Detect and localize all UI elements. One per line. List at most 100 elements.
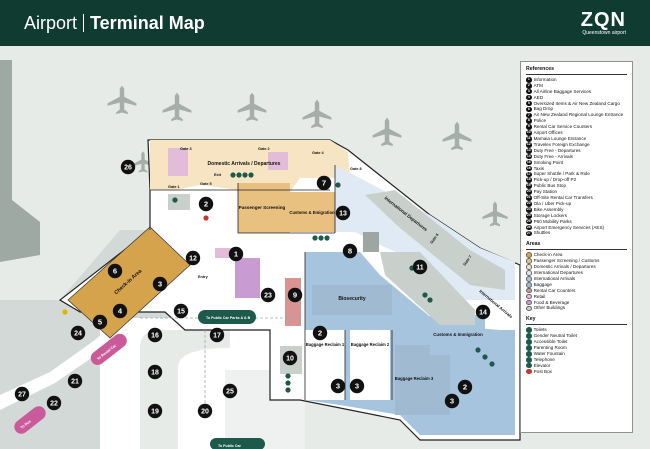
legend-number-badge: 18 (526, 177, 532, 184)
legend-label: Duty Free - Departures (533, 147, 581, 153)
legend-key-icon (526, 368, 532, 375)
legend-area-item: International Arrivals (526, 276, 627, 282)
retail-block-2 (268, 152, 288, 170)
map-marker-4: 4 (112, 303, 128, 319)
logo-subtitle: Queenstown airport (582, 30, 626, 36)
legend-label: Baggage (533, 281, 552, 287)
marker-number: 13 (339, 211, 347, 218)
legend-area-swatch (526, 276, 532, 282)
toilet-icon (236, 172, 242, 178)
legend-label: Gender Neutral Toilet (533, 333, 577, 339)
legend-number-badge: 26 (526, 224, 532, 231)
legend-areas-title: Areas (526, 241, 627, 251)
accessible-toilet-icon (242, 172, 248, 178)
legend-label: Domestic Arrivals / Departures (533, 264, 596, 270)
map-marker-8: 8 (342, 243, 358, 259)
legend-label: Pay Station (533, 189, 558, 195)
map-marker-2: 2 (312, 325, 328, 341)
legend-key-item: Accessible Toilet (526, 339, 627, 345)
map-marker-17: 17 (209, 327, 225, 343)
car-park-curve (140, 330, 230, 449)
legend-label: Ola / Uber Pick-up (533, 200, 572, 206)
map-marker-5: 5 (92, 314, 108, 330)
marker-number: 25 (226, 389, 234, 396)
legend-number-badge: 8 (526, 118, 532, 124)
marker-circle (444, 393, 460, 409)
post-box-icon (203, 215, 209, 221)
marker-circle (120, 159, 136, 175)
toilet-icon (324, 235, 330, 241)
telephone-icon (335, 182, 341, 188)
map-marker-26: 26 (120, 159, 136, 175)
marker-number: 7 (322, 179, 326, 188)
marker-circle (173, 303, 189, 319)
legend-area-swatch (526, 264, 532, 270)
marker-circle (147, 364, 163, 380)
marker-number: 8 (348, 247, 352, 256)
map-marker-9: 9 (287, 287, 303, 303)
parks-c-sign: To Public Car (218, 444, 241, 448)
gate-5: Gate 5 (200, 182, 212, 186)
legend-label: Bag Drop (533, 106, 554, 112)
toilet-icon (230, 172, 236, 178)
legend-number-badge: 21 (526, 195, 532, 201)
legend-number-badge: 11 (526, 136, 532, 142)
legend-key-item: Telephone (526, 357, 627, 363)
map-marker-22: 22 (46, 395, 62, 411)
legend-key-item: Parenting Room (526, 345, 627, 351)
legend-area-swatch (526, 252, 532, 259)
legend-number-badge: 22 (526, 201, 532, 207)
marker-number: 26 (124, 165, 132, 172)
legend-area-item: Food & Beverage (526, 300, 627, 306)
marker-circle (152, 276, 168, 292)
map-marker-27: 27 (14, 386, 30, 402)
facility-icons (62, 172, 495, 393)
marker-number: 2 (318, 329, 322, 338)
legend-label: Other Buildings (533, 305, 566, 311)
legend-number-badge: 3 (526, 88, 532, 95)
water-fountain-icon (285, 373, 291, 379)
marker-number: 24 (74, 331, 82, 338)
map-marker-19: 19 (147, 403, 163, 419)
label-reclaim-2: Baggage Reclaim 2 (351, 342, 390, 347)
biosecurity-area (312, 285, 392, 315)
legend-number-badge: 16 (526, 165, 532, 172)
map-marker-13: 13 (335, 205, 351, 221)
marker-number: 17 (213, 333, 221, 340)
bus-sign-bg (14, 406, 46, 434)
legend-label: Parenting Room (533, 344, 567, 350)
legend-key-item: Elevator (526, 363, 627, 369)
marker-number: 1 (234, 250, 239, 259)
domestic-area (150, 140, 350, 192)
parks-ab-sign-bg (198, 310, 256, 324)
marker-number: 3 (158, 280, 162, 289)
toilet-icon (248, 172, 254, 178)
legend-area-swatch (526, 305, 532, 312)
marker-circle (14, 386, 30, 402)
marker-number: 20 (201, 409, 209, 416)
zqn-logo: ZQN Queenstown airport (581, 10, 626, 37)
pier-walkway (380, 252, 475, 325)
legend-number-badge: 15 (526, 159, 532, 166)
legend-number-badge: 5 (526, 100, 532, 107)
rental-car-sign-bg (90, 333, 127, 366)
legend-references-title: References (526, 66, 627, 75)
marker-number: 3 (450, 397, 454, 406)
baggage-reclaim-3-area (395, 345, 450, 415)
map-marker-23: 23 (260, 287, 276, 303)
map-marker-16: 16 (147, 327, 163, 343)
